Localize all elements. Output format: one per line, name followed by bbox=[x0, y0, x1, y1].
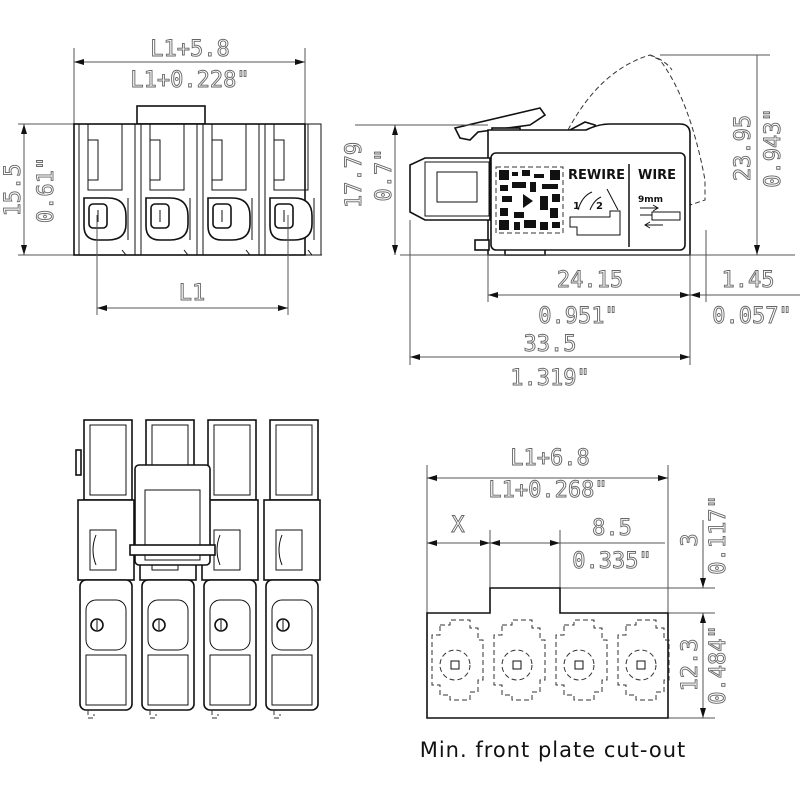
side-view: REWIRE WIRE 1 2 9mm 17.79 0.7" 23.95 0.9… bbox=[342, 54, 800, 391]
cutout-caption: Min. front plate cut-out bbox=[420, 738, 687, 762]
x-label: X bbox=[451, 513, 465, 538]
height-in-label: 0.61" bbox=[34, 157, 59, 223]
cutout-height-mm-label: 12.3 bbox=[678, 639, 703, 692]
cutout-height-in-label: 0.484" bbox=[706, 625, 731, 704]
rewire-hand-icon bbox=[569, 188, 621, 236]
strip-length-label: 9mm bbox=[638, 195, 663, 205]
plug-end bbox=[409, 157, 491, 221]
height-mm-label: 17.79 bbox=[342, 142, 367, 208]
cutout-view: L1+6.8 L1+0.268" X 8.5 0.335" 3 0.117" 1… bbox=[420, 446, 732, 762]
cutout-outline bbox=[426, 587, 669, 719]
height-mm-label: 15.5 bbox=[1, 164, 26, 217]
rear-module bbox=[77, 419, 135, 719]
cutout-width-mm-label: L1+6.8 bbox=[510, 446, 589, 471]
step-1-label: 1 bbox=[573, 201, 580, 212]
offset-in-label: 0.335" bbox=[572, 549, 651, 574]
width-in-label: L1+0.228" bbox=[130, 68, 249, 93]
latch-tab bbox=[136, 105, 206, 125]
qr-code bbox=[495, 166, 564, 234]
body-length-in-label: 0.951" bbox=[538, 304, 617, 329]
wire-strip-icon bbox=[640, 204, 681, 229]
qr-pattern bbox=[499, 170, 560, 230]
width-mm-label: L1+5.8 bbox=[150, 37, 229, 62]
offset-mm-label: 1.45 bbox=[722, 268, 775, 293]
height-in-label: 0.7" bbox=[372, 149, 397, 202]
cutout-width-in-label: L1+0.268" bbox=[488, 478, 607, 503]
step-2-label: 2 bbox=[596, 201, 603, 212]
lever-height-mm-label: 23.95 bbox=[731, 115, 756, 181]
front-view: L1+5.8 L1+0.228" 15.5 0.61" L1 bbox=[1, 37, 323, 315]
body-length-mm-label: 24.15 bbox=[557, 268, 623, 293]
rewire-label: REWIRE bbox=[568, 168, 625, 183]
step-mm-label: 3 bbox=[678, 533, 703, 546]
wire-label: WIRE bbox=[638, 168, 676, 183]
pitch-label: L1 bbox=[179, 281, 206, 306]
cutout-contact bbox=[431, 619, 484, 701]
total-length-mm-label: 33.5 bbox=[524, 332, 577, 357]
lever-height-in-label: 0.943" bbox=[761, 108, 786, 187]
offset-in-label: 0.057" bbox=[712, 304, 791, 329]
step-in-label: 0.117" bbox=[706, 495, 731, 574]
offset-mm-label: 8.5 bbox=[592, 516, 632, 541]
total-length-in-label: 1.319" bbox=[510, 366, 589, 391]
front-module bbox=[78, 123, 136, 256]
rear-view bbox=[75, 419, 321, 719]
